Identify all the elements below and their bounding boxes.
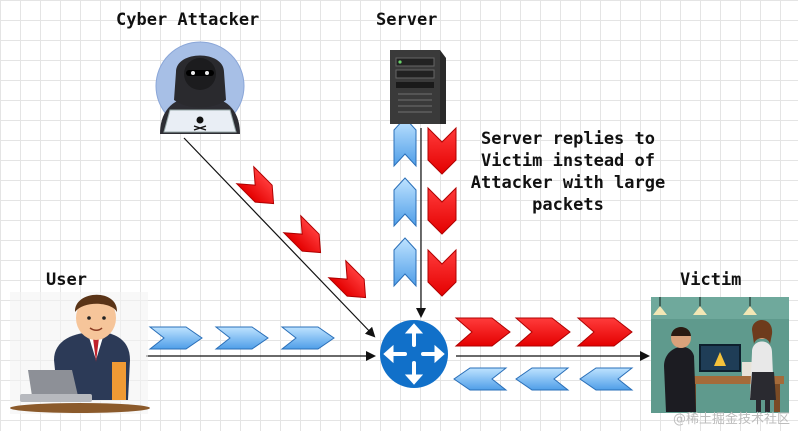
watermark: @稀土掘金技术社区: [672, 412, 790, 427]
red-chevron: [454, 317, 511, 347]
note-line: Attacker with large: [470, 173, 666, 193]
note-line: Server replies to: [481, 129, 655, 149]
blue-chevron: [393, 237, 417, 288]
victim-label: Victim: [680, 270, 742, 290]
red-chevron: [514, 317, 571, 347]
server-label: Server: [376, 10, 438, 30]
note-line: packets: [532, 195, 604, 215]
red-chevron: [327, 259, 367, 299]
blue-chevron: [515, 367, 570, 391]
attacker-to-router-line: [183, 137, 376, 338]
server-reply-note: Server replies to Victim instead of Atta…: [456, 128, 680, 216]
blue-chevron: [148, 326, 203, 350]
blue-chevron: [579, 367, 634, 391]
blue-chevron: [453, 367, 508, 391]
attacker-traffic-chevrons: [235, 165, 367, 299]
server-tower-icon: [390, 50, 446, 124]
blue-chevron: [393, 117, 417, 168]
red-chevron: [427, 126, 457, 175]
blue-chevron: [280, 326, 335, 350]
server-reply-chevrons: [427, 126, 457, 297]
victim-request-chevrons: [453, 367, 634, 391]
red-chevron: [427, 248, 457, 297]
red-chevron: [235, 165, 275, 205]
user-at-laptop-icon: [10, 292, 150, 414]
victim-office-icon: [651, 297, 789, 413]
blue-chevron: [214, 326, 269, 350]
red-chevron: [282, 214, 322, 254]
attacker-label: Cyber Attacker: [116, 10, 260, 30]
router-icon: [380, 320, 448, 388]
red-chevron: [576, 317, 633, 347]
user-label: User: [46, 270, 87, 290]
red-chevron: [427, 186, 457, 235]
user-traffic-chevrons: [148, 326, 335, 350]
server-request-chevrons: [393, 117, 417, 288]
note-line: Victim instead of: [481, 151, 655, 171]
blue-chevron: [393, 177, 417, 228]
amplified-traffic-chevrons: [454, 317, 633, 347]
hacker-icon: [155, 41, 245, 134]
